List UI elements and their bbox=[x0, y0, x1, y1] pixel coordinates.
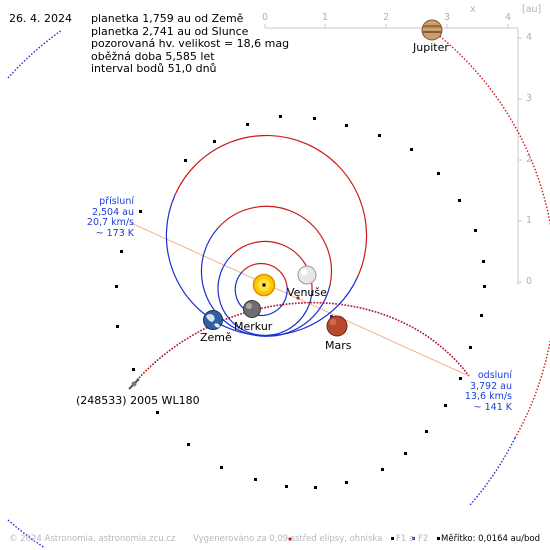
info-period: oběžná doba 5,585 let bbox=[91, 49, 215, 63]
focus-f2-mark bbox=[330, 315, 333, 318]
apsis-line bbox=[130, 222, 470, 377]
y-tick-0: 0 bbox=[526, 276, 533, 287]
perihelion-label: přísluní 2,504 au 20,7 km/s ~ 173 K bbox=[84, 196, 134, 239]
perihelion-title: přísluní bbox=[99, 196, 134, 207]
info-interval: interval bodů 51,0 dnů bbox=[91, 62, 217, 75]
y-tick-4: 4 bbox=[526, 32, 533, 43]
sun-icon bbox=[252, 273, 276, 297]
x-tick-4: 4 bbox=[505, 12, 512, 23]
footer-legend-center: střed elipsy, ohniska bbox=[295, 534, 383, 544]
x-tick-1: 1 bbox=[322, 12, 329, 23]
venus-label: Venuše bbox=[287, 286, 327, 299]
ellipse-center-mark bbox=[296, 296, 300, 300]
legend-f2-mark bbox=[412, 537, 415, 540]
asteroid-icon bbox=[128, 378, 140, 390]
y-tick-1: 1 bbox=[526, 215, 533, 226]
earth-label: Země bbox=[200, 331, 232, 344]
asteroid-orbit-points bbox=[115, 115, 486, 489]
venus-icon bbox=[297, 265, 317, 285]
aphelion-distance: 3,792 au bbox=[469, 380, 512, 392]
legend-f1-mark bbox=[391, 537, 394, 540]
perihelion-temp: ~ 173 K bbox=[95, 227, 134, 239]
y-tick-3: 3 bbox=[526, 93, 533, 104]
earth-icon bbox=[203, 310, 223, 330]
x-tick-3: 3 bbox=[444, 12, 451, 23]
legend-scale-mark bbox=[437, 537, 440, 540]
footer-copyright: © 2024 Astronomia, astronomia.zcu.cz bbox=[9, 534, 176, 544]
earth-orbit bbox=[200, 205, 333, 337]
unit-label: [au] bbox=[522, 4, 542, 15]
mars-label: Mars bbox=[325, 339, 352, 352]
jupiter-icon bbox=[421, 19, 443, 41]
axis-frame bbox=[264, 24, 522, 285]
mars-icon bbox=[326, 315, 348, 337]
asteroid-label: (248533) 2005 WL180 bbox=[76, 394, 200, 407]
mars-orbit bbox=[165, 134, 368, 337]
x-tick-2: 2 bbox=[383, 12, 390, 23]
aphelion-temp: ~ 141 K bbox=[473, 401, 512, 413]
info-panel: planetka 1,759 au od Země planetka 2,741… bbox=[91, 12, 290, 76]
x-axis-label: x bbox=[470, 4, 476, 15]
aphelion-label: odsluní 3,792 au 13,6 km/s ~ 141 K bbox=[460, 370, 512, 413]
jupiter-orbit bbox=[7, 29, 550, 549]
x-tick-0: 0 bbox=[262, 12, 269, 23]
info-magnitude: pozorovaná hv. velikost = 18,6 mag bbox=[91, 37, 290, 50]
date-label: 26. 4. 2024 bbox=[9, 12, 72, 25]
mercury-icon bbox=[243, 300, 261, 318]
perihelion-distance: 2,504 au bbox=[91, 206, 134, 218]
footer-legend-f1: F1 a bbox=[396, 534, 415, 544]
footer-generated: Vygenerováno za 0,09 s bbox=[193, 534, 296, 544]
jupiter-label: Jupiter bbox=[413, 41, 449, 54]
y-tick-2: 2 bbox=[526, 154, 533, 165]
mercury-label: Merkur bbox=[234, 320, 273, 333]
legend-center-mark bbox=[288, 537, 292, 541]
info-distance-sun: planetka 2,741 au od Slunce bbox=[91, 24, 249, 38]
footer-legend-f2: F2 bbox=[418, 534, 429, 544]
info-distance-earth: planetka 1,759 au od Země bbox=[91, 12, 244, 25]
footer-scale: Měřítko: 0,0164 au/bod bbox=[441, 534, 541, 544]
aphelion-speed: 13,6 km/s bbox=[464, 391, 512, 402]
aphelion-title: odsluní bbox=[477, 370, 512, 381]
asteroid-orbit bbox=[130, 301, 470, 388]
perihelion-speed: 20,7 km/s bbox=[86, 217, 134, 228]
